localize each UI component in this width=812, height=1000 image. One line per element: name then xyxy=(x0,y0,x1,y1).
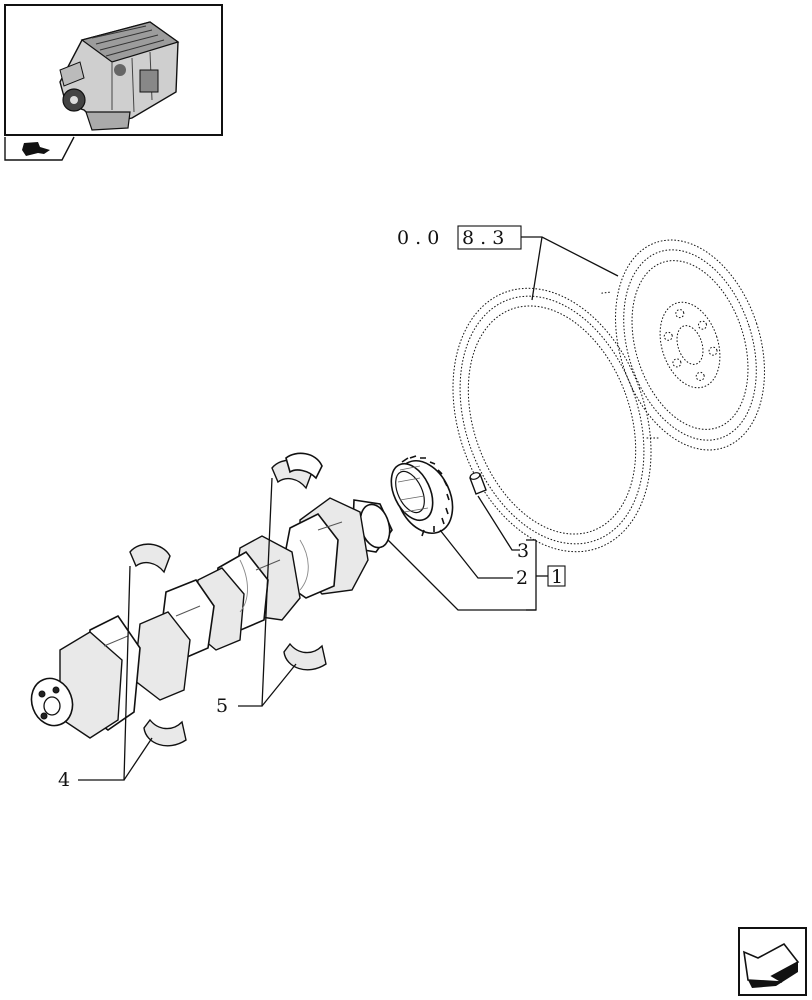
callout-group-box: 1 xyxy=(551,566,563,588)
dowel-pin xyxy=(469,472,487,495)
ring-gear-outline xyxy=(452,287,652,553)
leader-lines xyxy=(78,477,548,781)
callout-part-4: 4 xyxy=(58,769,70,791)
bearing-shell-lower-b xyxy=(283,642,327,671)
book-flag-icon[interactable] xyxy=(4,136,75,161)
bearing-shell-upper-a xyxy=(129,543,171,574)
reference-boxed: 8 . 3 xyxy=(462,227,504,249)
crankshaft xyxy=(30,497,393,739)
callout-part-5: 5 xyxy=(216,695,228,717)
engine-thumbnail-icon[interactable] xyxy=(4,4,223,136)
group-box: 1 xyxy=(547,565,566,588)
reference-prefix: 0 . 0 xyxy=(397,227,439,249)
bearing-shell-lower-a xyxy=(143,718,187,747)
callout-part-3: 3 xyxy=(517,540,529,562)
reference-group-label: 0 . 0 8 . 3 xyxy=(397,225,619,301)
bearing-shell-upper-b xyxy=(271,452,323,490)
timing-gear xyxy=(390,455,454,537)
next-page-arrow-icon[interactable] xyxy=(738,927,807,996)
callout-part-2: 2 xyxy=(516,567,528,589)
flywheel-outline xyxy=(599,239,765,451)
